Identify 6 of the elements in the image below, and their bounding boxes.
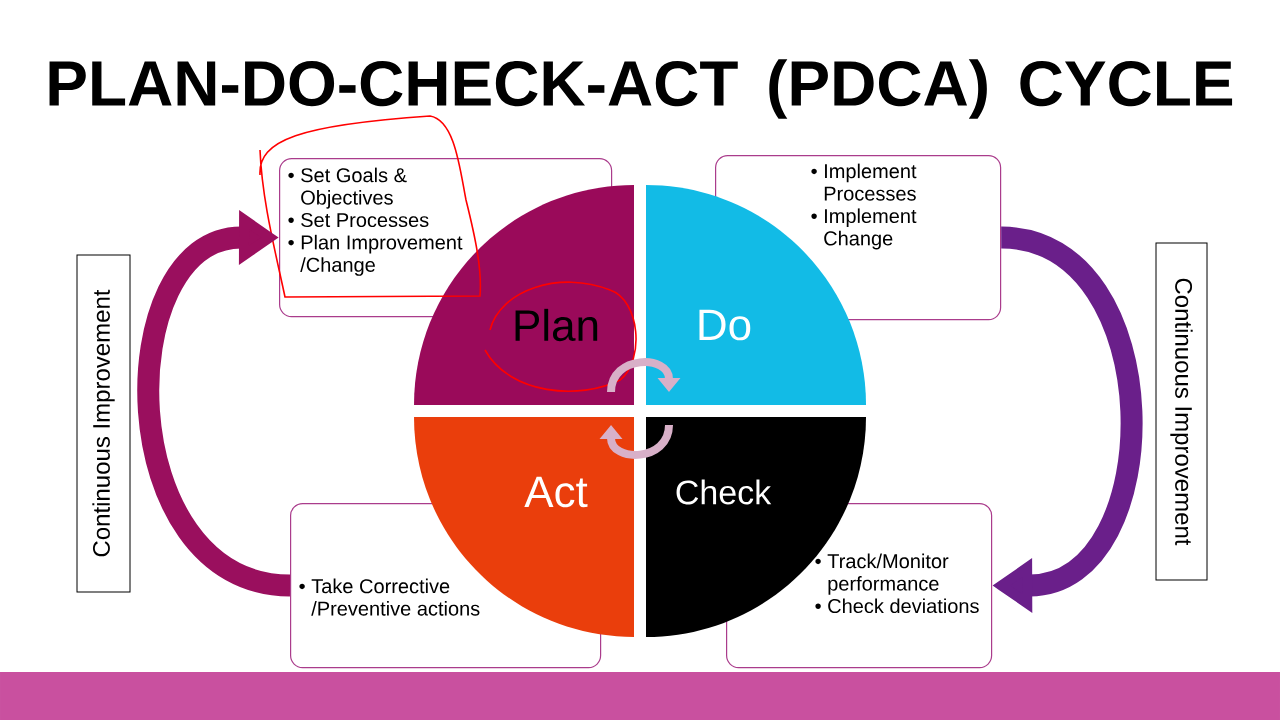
label-box: Continuous Improvement <box>1155 242 1208 581</box>
title: PLAN-DO-CHECK-ACT (PDCA) CYCLE <box>49 59 1233 119</box>
bullet-item: • Set Goals & Objectives <box>288 167 407 209</box>
label-box: Continuous Improvement <box>76 254 131 593</box>
circular-arrow <box>599 424 673 459</box>
curved-arrow <box>137 210 292 597</box>
